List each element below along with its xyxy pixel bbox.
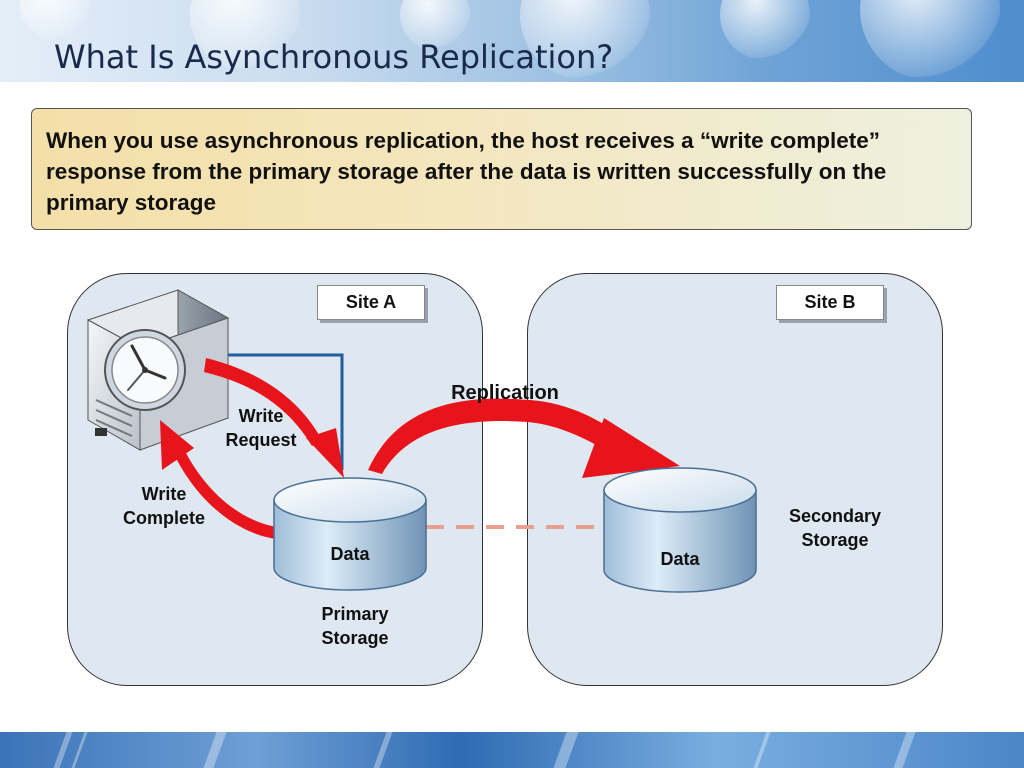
- write-request-line1: Write: [238, 406, 284, 426]
- site-a-label: Site A: [317, 285, 425, 320]
- host-storage-link: [228, 353, 344, 470]
- replication-label: Replication: [451, 382, 559, 404]
- secondary-storage-line1: Secondary: [788, 506, 882, 526]
- primary-storage-line2: Storage: [321, 628, 389, 648]
- write-request-line2: Request: [225, 430, 297, 450]
- secondary-storage-label: Secondary Storage: [770, 504, 900, 552]
- write-complete-line1: Write: [141, 484, 187, 504]
- primary-storage-line1: Primary: [321, 604, 389, 624]
- definition-callout: When you use asynchronous replication, t…: [31, 108, 972, 230]
- write-request-arrow: [204, 358, 344, 478]
- write-complete-label: Write Complete: [104, 482, 224, 530]
- header-band: [0, 0, 1024, 82]
- replication-arrow: [368, 398, 680, 478]
- secondary-storage-cylinder: [603, 467, 757, 593]
- primary-storage-cylinder: [273, 477, 427, 591]
- write-request-label: Write Request: [206, 404, 316, 452]
- callout-text: When you use asynchronous replication, t…: [46, 128, 887, 215]
- host-server-icon: [86, 289, 230, 451]
- primary-storage-label: Primary Storage: [295, 602, 415, 650]
- secondary-storage-line2: Storage: [801, 530, 869, 550]
- page-title: What Is Asynchronous Replication?: [54, 38, 614, 76]
- primary-data-label: Data: [330, 544, 370, 564]
- write-complete-line2: Complete: [122, 508, 205, 528]
- secondary-data-label: Data: [660, 549, 700, 569]
- footer-band: [0, 732, 1024, 768]
- site-b-label: Site B: [776, 285, 884, 320]
